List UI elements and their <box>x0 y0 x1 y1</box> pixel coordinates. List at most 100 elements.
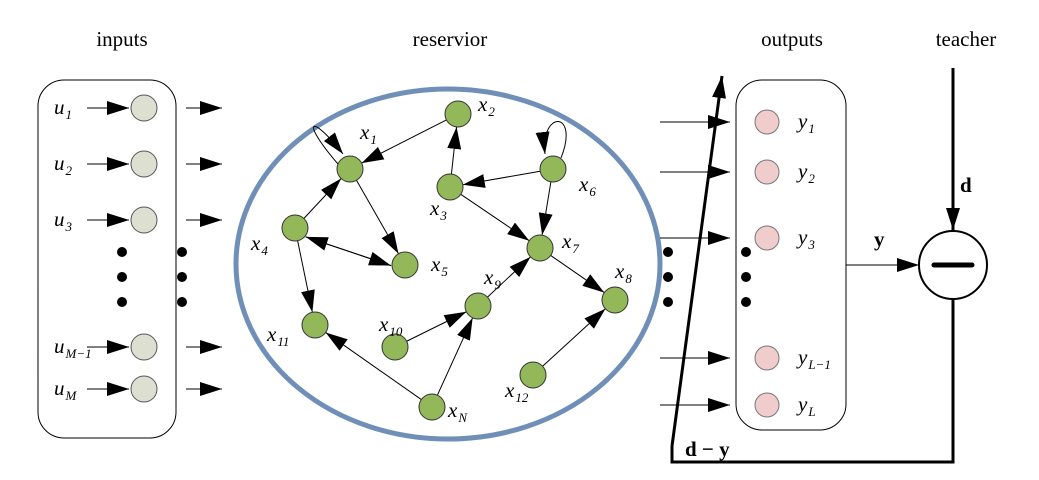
output-label-2-subscript: 2 <box>808 171 815 186</box>
reservoir-node-x2: x2 <box>444 92 495 128</box>
reservoir-label-10-subscript: 10 <box>389 324 403 339</box>
reservoir-label-8: x8 <box>614 259 632 286</box>
reservoir-node-x7: x7 <box>526 229 579 262</box>
reservoir-neuron <box>601 286 629 314</box>
reservoir-node-x5: x5 <box>391 251 448 279</box>
reservoir-label-N-base: x <box>447 398 458 422</box>
input-label-1-subscript: 1 <box>66 107 73 122</box>
input-neuron <box>130 333 158 361</box>
output-label-1-base: y <box>796 109 808 133</box>
reservoir-label-7-subscript: 7 <box>572 241 579 256</box>
reservoir-label-6: x6 <box>578 172 596 199</box>
reservoir-label-2: x2 <box>477 92 495 119</box>
input-neuron <box>130 94 158 122</box>
reservoir-node-x9: x9 <box>464 265 501 320</box>
input-label-4-base: u <box>54 334 65 358</box>
reservoir-label-12-subscript: 12 <box>515 390 529 405</box>
teacher-header: teacher <box>936 27 997 51</box>
reservoir-connections <box>297 119 606 400</box>
reservoir-header: reservior <box>413 27 488 51</box>
reservoir-label-1-subscript: 1 <box>370 132 377 147</box>
reservoir-label-7: x7 <box>561 229 579 256</box>
output-vertical-ellipsis <box>741 247 751 307</box>
reservoir-edge <box>356 180 399 254</box>
output-node-y1: y1 <box>660 109 815 136</box>
error-feedback-arrow <box>670 75 726 447</box>
reservoir-label-4-base: x <box>250 231 261 255</box>
reservoir-label-4: x4 <box>250 231 268 258</box>
reservoir-edge <box>325 332 422 400</box>
reservoir-node-x8: x8 <box>601 259 632 314</box>
output-neuron <box>754 109 780 135</box>
reservoir-edge <box>436 317 474 396</box>
input-neuron <box>130 375 158 403</box>
reservoir-node-x3: x3 <box>429 173 464 223</box>
reservoir-label-3: x3 <box>429 196 447 223</box>
reservoir-label-N: xN <box>447 398 468 425</box>
input-neuron <box>130 206 158 234</box>
input-label-2-subscript: 2 <box>66 163 73 178</box>
reservoir-label-5: x5 <box>430 252 448 279</box>
reservoir-neuron <box>444 100 472 128</box>
reservoir-node-x6: x6 <box>539 155 596 199</box>
teacher-signal-label: d <box>960 173 972 197</box>
reservoir-node-xN: xN <box>418 393 468 425</box>
reservoir-label-5-base: x <box>430 252 441 276</box>
reservoir-label-12: x12 <box>504 378 529 405</box>
input-label-5-subscript: M <box>65 388 78 403</box>
reservoir-label-3-base: x <box>429 196 440 220</box>
output-node-y4: yL−1 <box>660 345 831 372</box>
reservoir-label-4-subscript: 4 <box>261 243 268 258</box>
output-label-1-subscript: 1 <box>808 121 815 136</box>
reservoir-label-10-base: x <box>378 312 389 336</box>
reservoir-edge <box>542 308 606 367</box>
reservoir-edge <box>303 178 342 219</box>
output-label-2: y2 <box>796 159 815 186</box>
reservoir-edge <box>447 126 462 175</box>
reservoir-label-9-subscript: 9 <box>494 277 501 292</box>
input-label-1: u1 <box>54 95 72 122</box>
self-loop-x1 <box>313 126 344 165</box>
reservoir-node-x4: x4 <box>250 214 309 258</box>
reservoir-node-x11: x11 <box>266 311 329 349</box>
reservoir-label-7-base: x <box>561 229 572 253</box>
input-label-3: u3 <box>54 207 73 234</box>
reservoir-label-N-subscript: N <box>457 410 468 425</box>
input-label-5-base: u <box>54 376 65 400</box>
output-label-5-subscript: L <box>807 404 815 419</box>
reservoir-label-9: x9 <box>483 265 501 292</box>
output-label-2-base: y <box>796 159 808 183</box>
reservoir-label-6-subscript: 6 <box>589 184 596 199</box>
reservoir-edge <box>297 240 315 313</box>
output-label-1: y1 <box>796 109 815 136</box>
teacher-comparator: d y d − y <box>670 68 988 464</box>
reservoir-node-x12: x12 <box>504 361 547 405</box>
input-node-u2: u2 <box>54 150 222 178</box>
output-label-3-base: y <box>796 225 808 249</box>
reservoir-neuron <box>436 173 464 201</box>
reservoir-label-2-subscript: 2 <box>488 104 495 119</box>
reservoir-label-11-base: x <box>266 322 277 346</box>
input-label-4-subscript: M−1 <box>65 346 92 361</box>
outputs-header: outputs <box>761 27 823 51</box>
input-label-1-base: u <box>54 95 65 119</box>
inputs-header: inputs <box>96 27 147 51</box>
reservoir-label-11-subscript: 11 <box>277 334 289 349</box>
reservoir-neuron <box>301 311 329 339</box>
reservoir-neuron <box>539 155 567 183</box>
input-label-2-base: u <box>54 151 65 175</box>
reservoir-neuron <box>464 292 492 320</box>
output-neuron <box>754 392 780 418</box>
reservoir-neuron <box>526 234 554 262</box>
reservoir-edge <box>361 119 447 164</box>
input-node-u4: uM−1 <box>54 333 222 361</box>
input-output-ellipsis <box>177 247 187 307</box>
input-label-2: u2 <box>54 151 73 178</box>
output-signal-label: y <box>874 227 885 251</box>
reservoir-right-ellipsis <box>663 247 673 307</box>
reservoir-neuron <box>381 333 409 361</box>
